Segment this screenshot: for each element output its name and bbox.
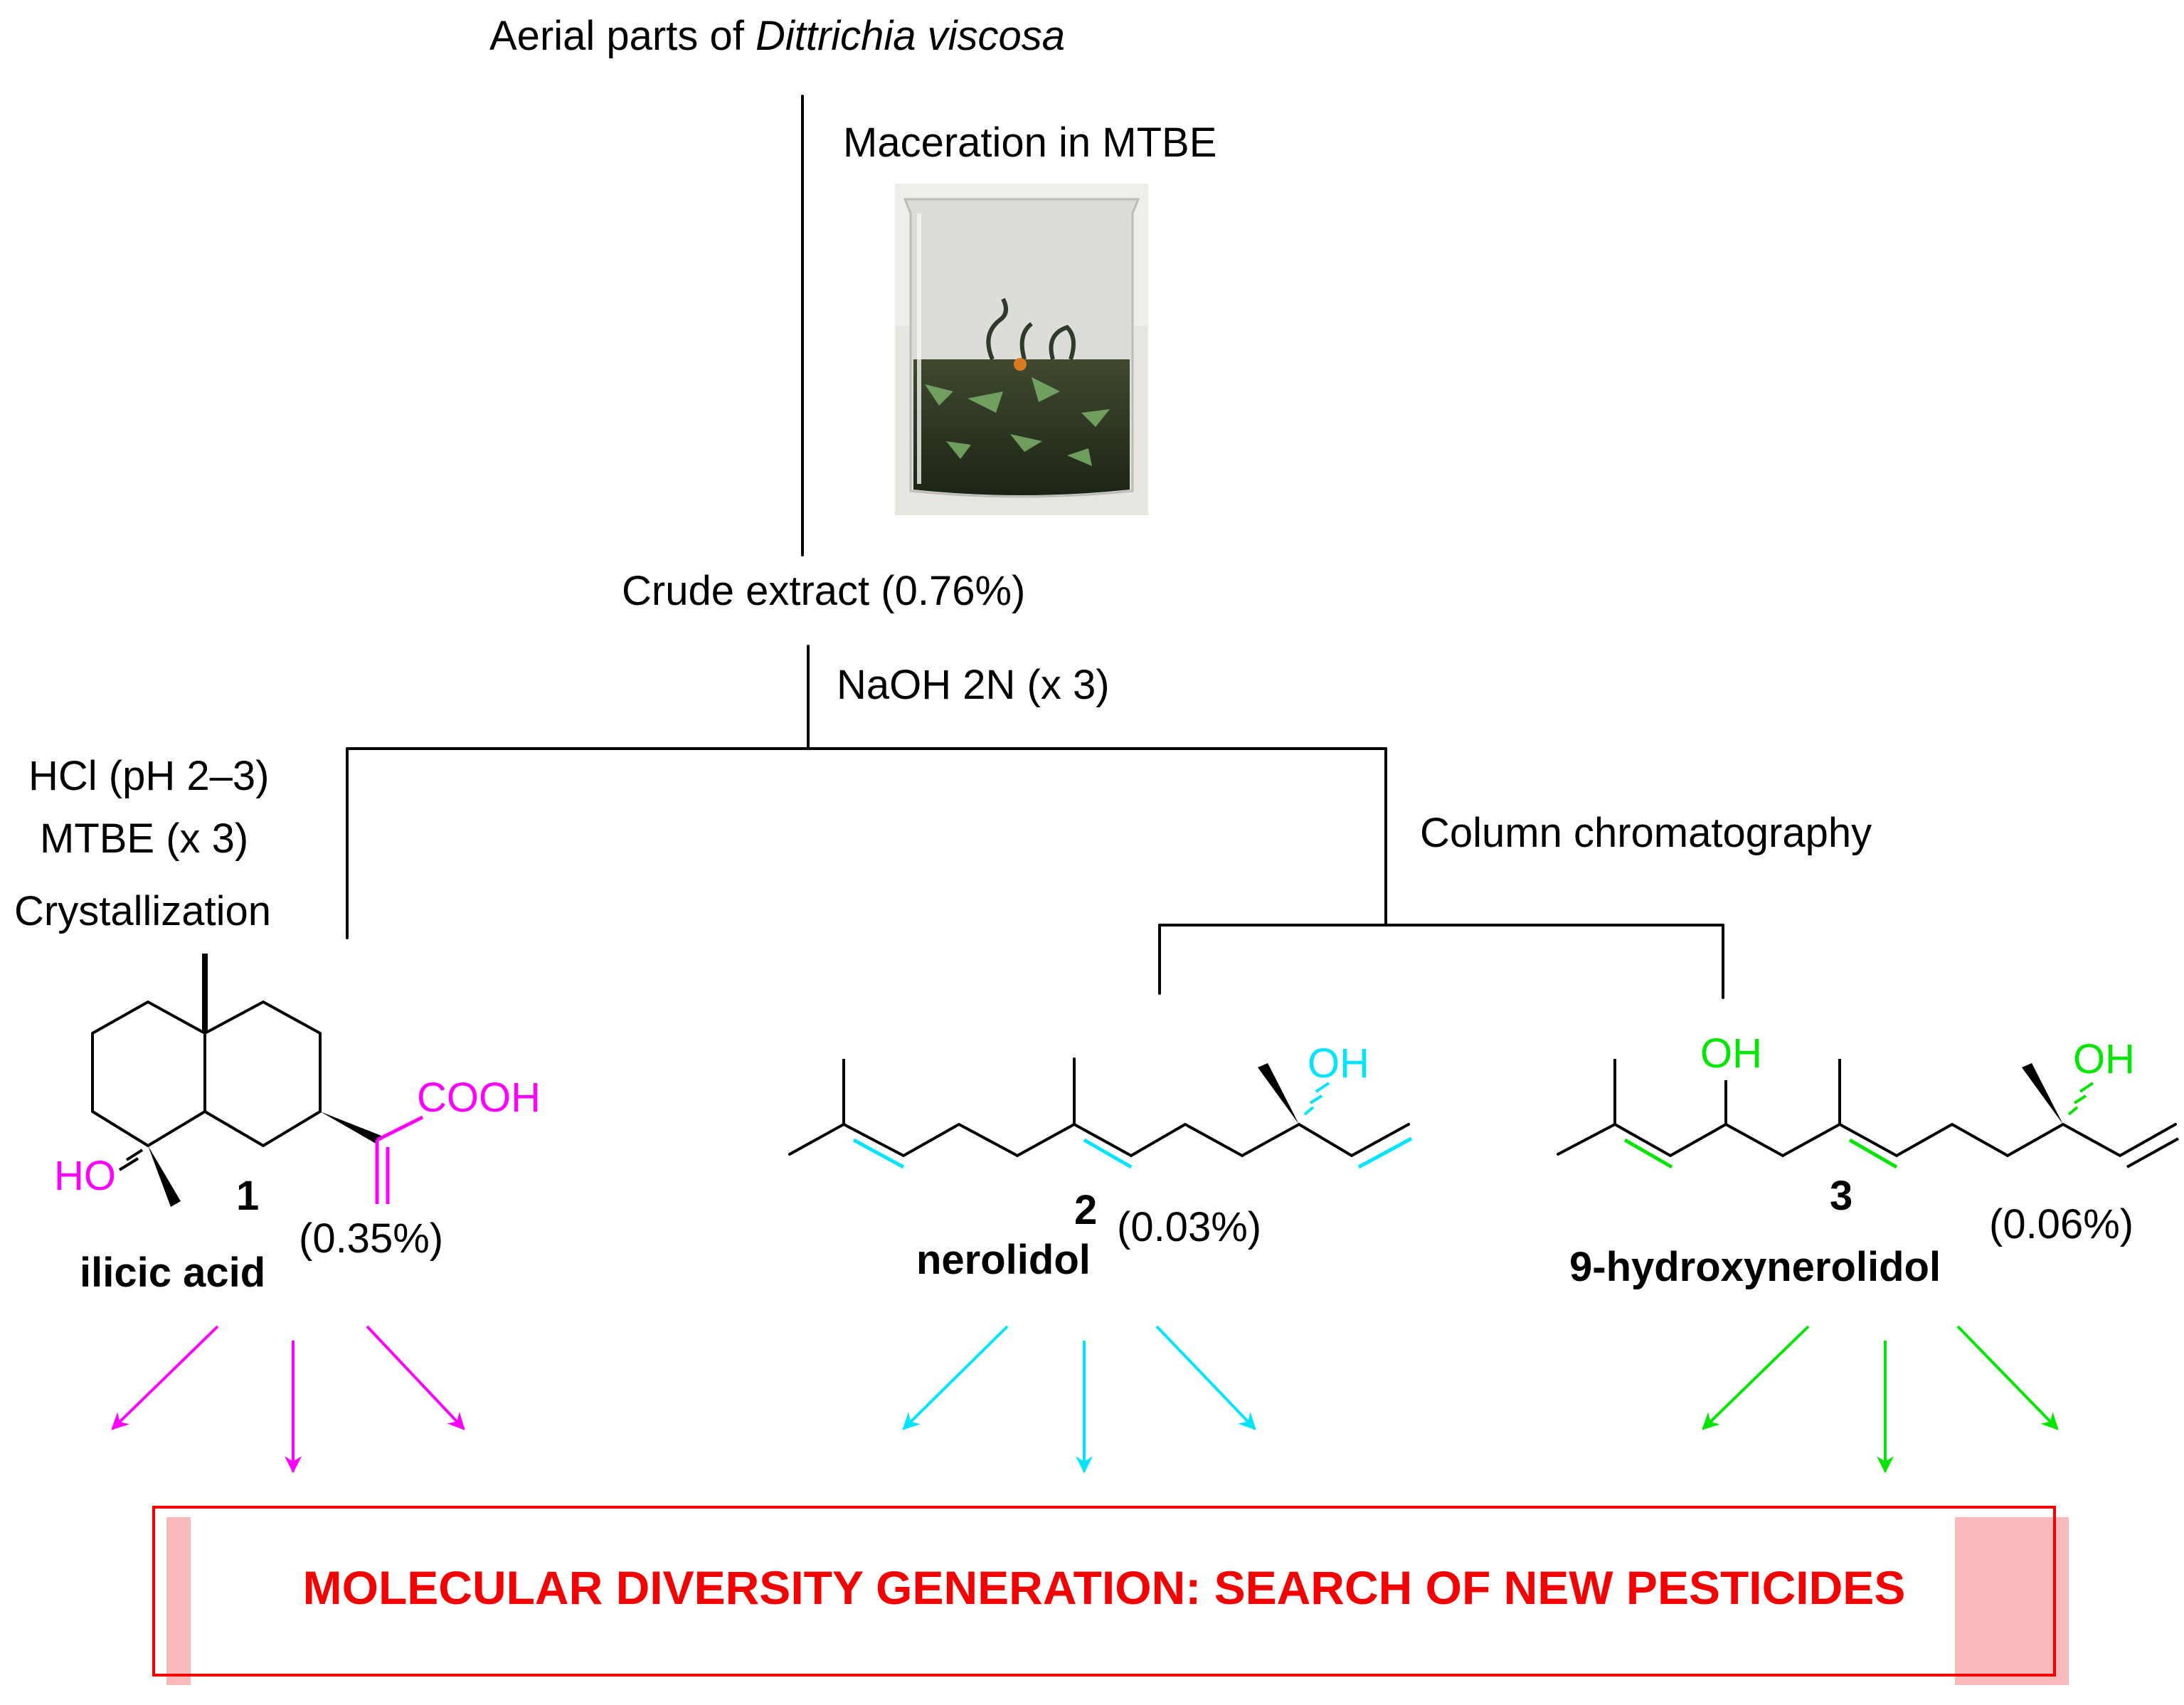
arrow-hydroxynerolidol-right — [1956, 1325, 2059, 1430]
nerolidol-oh-label: OH — [1308, 1040, 1369, 1087]
compound-3-name: 9-hydroxynerolidol — [1569, 1244, 1941, 1290]
compound-1-number: 1 — [236, 1173, 259, 1219]
hydroxynerolidol-oh-3-label: OH — [2073, 1036, 2135, 1082]
compound-1-name: ilicic acid — [80, 1250, 265, 1296]
compound-2-number: 2 — [1074, 1187, 1097, 1233]
compound-2-name: nerolidol — [916, 1237, 1091, 1283]
compound-3-yield: (0.06%) — [1989, 1201, 2133, 1247]
ilicic-acid-cooh-label: COOH — [417, 1075, 541, 1121]
condition-hcl: HCl (pH 2–3) — [28, 753, 269, 799]
structure-9-hydroxynerolidol — [1557, 1059, 2179, 1169]
source-label: Aerial parts of Dittrichia viscosa — [489, 13, 1065, 59]
compound-3-number: 3 — [1830, 1173, 1852, 1219]
step-naoh-label: NaOH 2N (x 3) — [837, 662, 1110, 708]
structure-nerolidol — [788, 1057, 1413, 1169]
structure-ilicic-acid — [91, 954, 424, 1207]
hydroxynerolidol-oh-9-label: OH — [1700, 1030, 1762, 1077]
arrow-nerolidol-right — [1155, 1325, 1256, 1430]
step-maceration-label: Maceration in MTBE — [843, 120, 1216, 166]
arrow-nerolidol-left — [902, 1325, 1009, 1430]
arrow-ilicic-left — [111, 1325, 219, 1430]
banner-text: MOLECULAR DIVERSITY GENERATION: SEARCH O… — [303, 1561, 1906, 1614]
crude-extract-label: Crude extract (0.76%) — [622, 568, 1025, 614]
condition-crystallization: Crystallization — [14, 888, 271, 934]
arrow-ilicic-right — [366, 1325, 465, 1430]
column-chromatography-label: Column chromatography — [1420, 810, 1872, 856]
compound-2-yield: (0.03%) — [1117, 1204, 1261, 1250]
ilicic-acid-ho-label: HO — [54, 1153, 116, 1199]
conclusion-banner: MOLECULAR DIVERSITY GENERATION: SEARCH O… — [152, 1506, 2069, 1685]
condition-mtbe: MTBE (x 3) — [40, 815, 248, 862]
arrow-hydroxynerolidol-left — [1702, 1325, 1810, 1430]
beaker-photo — [895, 184, 1148, 515]
compound-1-yield: (0.35%) — [299, 1215, 443, 1262]
